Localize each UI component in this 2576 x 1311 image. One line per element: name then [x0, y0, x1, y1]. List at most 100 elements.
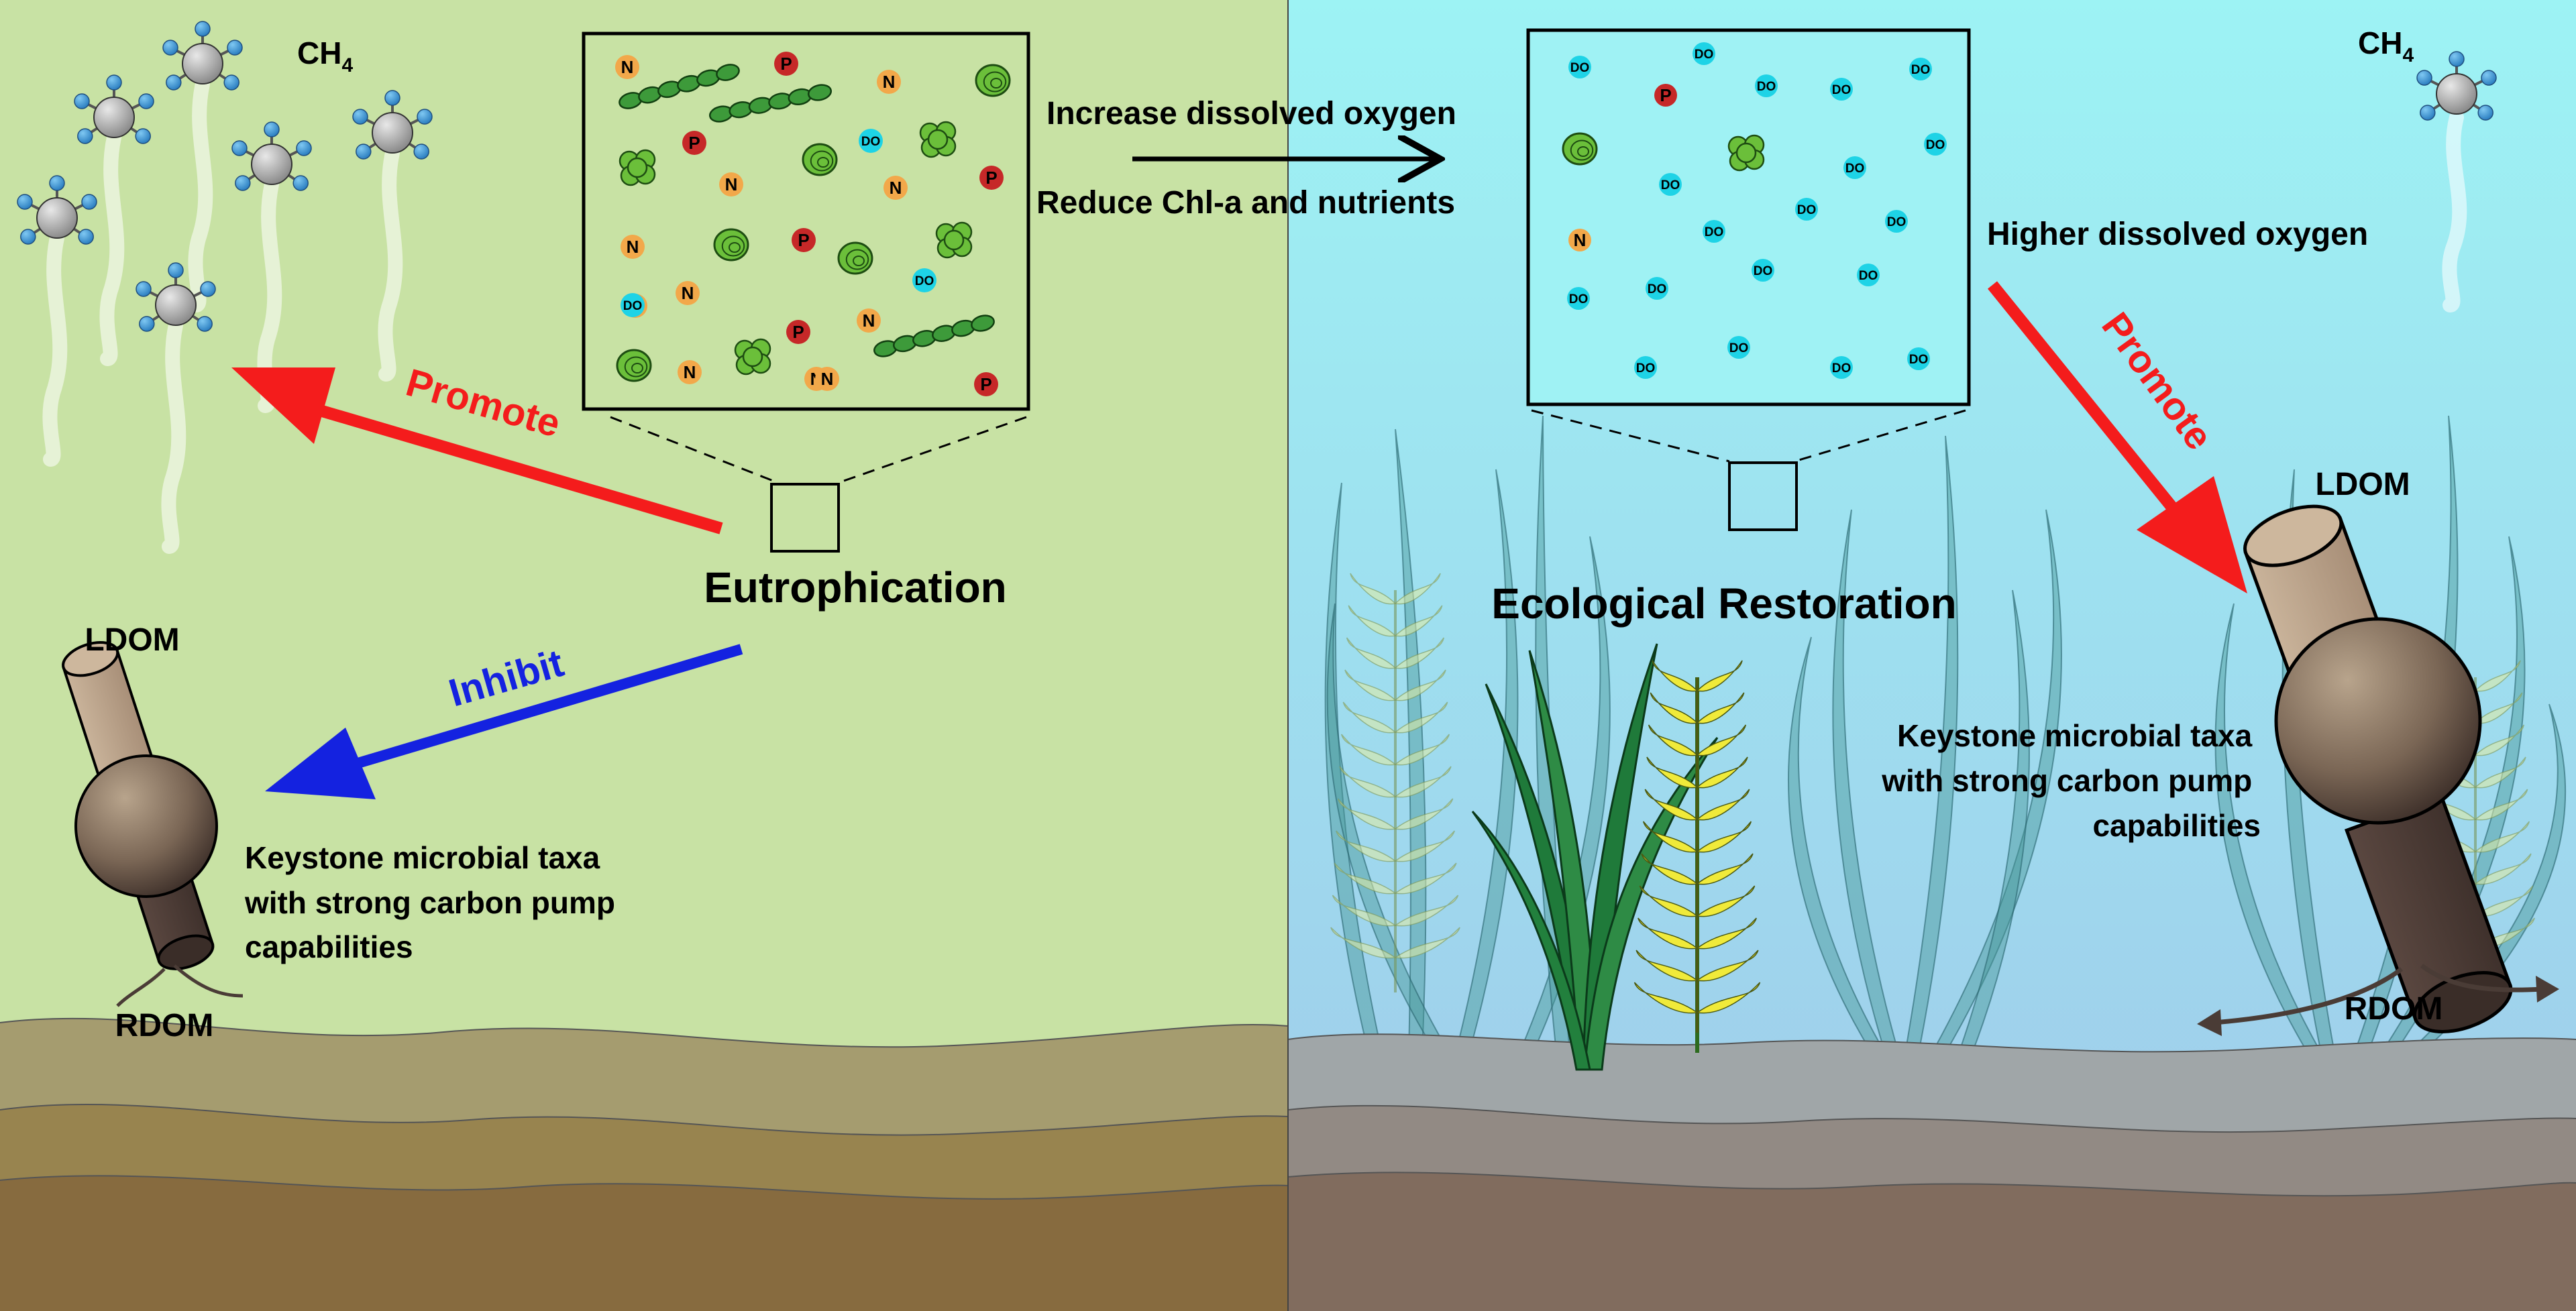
methane-molecule [136, 262, 216, 332]
algae-cells-right [1562, 132, 1765, 172]
svg-text:DO: DO [623, 299, 643, 313]
inhibit-arrow-left [265, 644, 743, 799]
keystone-label-left: Keystone microbial taxa with strong carb… [244, 840, 624, 964]
marker-do: DO [1843, 156, 1866, 179]
svg-text:DO: DO [1909, 353, 1929, 367]
algae-colony [734, 338, 771, 376]
svg-text:N: N [1574, 230, 1587, 250]
methane-molecules-right [2416, 51, 2497, 312]
carbon-pump-right [2197, 504, 2559, 1036]
ldom-label-left: LDOM [85, 622, 179, 658]
promote-arrow-right [1988, 281, 2247, 593]
marker-do: DO [1568, 56, 1591, 78]
svg-text:P: P [985, 168, 997, 188]
marker-p: P [974, 372, 998, 396]
higher-do-label: Higher dissolved oxygen [1987, 217, 2368, 252]
marker-n: N [815, 367, 839, 391]
marker-do: DO [1693, 42, 1715, 65]
algae-colony [1727, 134, 1765, 172]
marker-do: DO [1659, 173, 1682, 196]
carbon-pump-left [62, 641, 244, 1007]
methane-molecule [231, 121, 312, 191]
svg-text:N: N [883, 72, 896, 92]
marker-p: P [682, 131, 706, 155]
algae-colony [919, 121, 957, 158]
methane-molecule [162, 21, 243, 91]
marker-do: DO [1830, 78, 1853, 101]
rdom-label-left: RDOM [115, 1008, 214, 1043]
marker-n: N [676, 281, 700, 305]
methane-molecule [352, 90, 433, 160]
methane-molecule [74, 74, 154, 144]
marker-do: DO [1755, 74, 1778, 97]
ch4-label-left: CH4 [297, 36, 353, 76]
left-sediment-3 [0, 1176, 1288, 1311]
svg-text:P: P [798, 230, 809, 250]
marker-do: DO [1857, 264, 1880, 286]
marker-n: N [883, 176, 908, 200]
eutrophication-title: Eutrophication [704, 563, 1007, 612]
algae-cell [975, 64, 1011, 97]
svg-text:DO: DO [1757, 80, 1776, 94]
marker-do: DO [1909, 58, 1932, 80]
marker-do: DO [912, 268, 936, 292]
svg-text:DO: DO [861, 135, 881, 149]
marker-n: N [877, 70, 901, 94]
algae-chains [619, 64, 995, 357]
svg-text:DO: DO [1832, 361, 1851, 376]
nutrient-markers-right: DO DO DO DO DO DO DO DO DO DO DO DO DO DO DO DO DO DO DO N P [1567, 42, 1947, 379]
algae-cell [713, 228, 749, 262]
algae-cell [616, 349, 652, 382]
svg-text:P: P [980, 374, 991, 394]
marker-do: DO [1885, 210, 1908, 233]
svg-text:DO: DO [1859, 269, 1878, 283]
svg-text:P: P [792, 322, 804, 342]
svg-text:N: N [725, 174, 738, 194]
svg-text:P: P [688, 133, 700, 153]
svg-text:DO: DO [1569, 292, 1589, 306]
svg-text:DO: DO [915, 274, 934, 288]
algae-chain [873, 315, 995, 357]
left-panel: CH4 NNNNNNNNNNNPPPPPPDODODO Eutrophicati… [0, 0, 1289, 1311]
svg-text:DO: DO [1754, 264, 1773, 278]
promote-arrow-left [231, 367, 723, 534]
svg-text:DO: DO [1832, 83, 1851, 97]
algae-colony [935, 221, 973, 259]
left-zoom-box [770, 483, 840, 553]
marker-do: DO [621, 293, 645, 317]
svg-text:DO: DO [1926, 138, 1945, 152]
reduce-chla-label: Reduce Chl-a and nutrients [1036, 185, 1455, 221]
marker-do: DO [1830, 356, 1853, 379]
svg-text:DO: DO [1705, 225, 1724, 239]
marker-do: DO [1634, 356, 1657, 379]
increase-do-label: Increase dissolved oxygen [1046, 96, 1456, 131]
marker-do: DO [1646, 277, 1668, 300]
svg-text:DO: DO [1570, 61, 1590, 75]
marker-do: DO [1703, 220, 1725, 243]
marker-p: P [1654, 84, 1677, 107]
svg-text:N: N [890, 178, 902, 198]
restoration-title: Ecological Restoration [1491, 579, 1956, 628]
svg-text:DO: DO [1648, 282, 1667, 296]
algae-cell [802, 143, 838, 176]
marker-n: N [615, 55, 639, 79]
svg-text:N: N [621, 57, 634, 77]
svg-text:DO: DO [1695, 48, 1714, 62]
methane-molecule [2416, 51, 2497, 121]
algae-cells [616, 64, 1011, 382]
svg-text:DO: DO [1797, 203, 1817, 217]
marker-do: DO [1752, 259, 1774, 282]
marker-p: P [786, 320, 810, 344]
marker-p: P [979, 166, 1004, 190]
marker-do: DO [1907, 347, 1930, 370]
marker-n: N [678, 360, 702, 384]
marker-do: DO [1727, 336, 1750, 359]
marker-n: N [719, 172, 743, 196]
right-inset: DO DO DO DO DO DO DO DO DO DO DO DO DO DO DO DO DO DO DO N P [1526, 28, 1971, 406]
right-zoom-box [1728, 461, 1798, 531]
algae-cell [1562, 132, 1598, 166]
svg-text:N: N [821, 369, 834, 389]
algae-chain [619, 64, 740, 109]
